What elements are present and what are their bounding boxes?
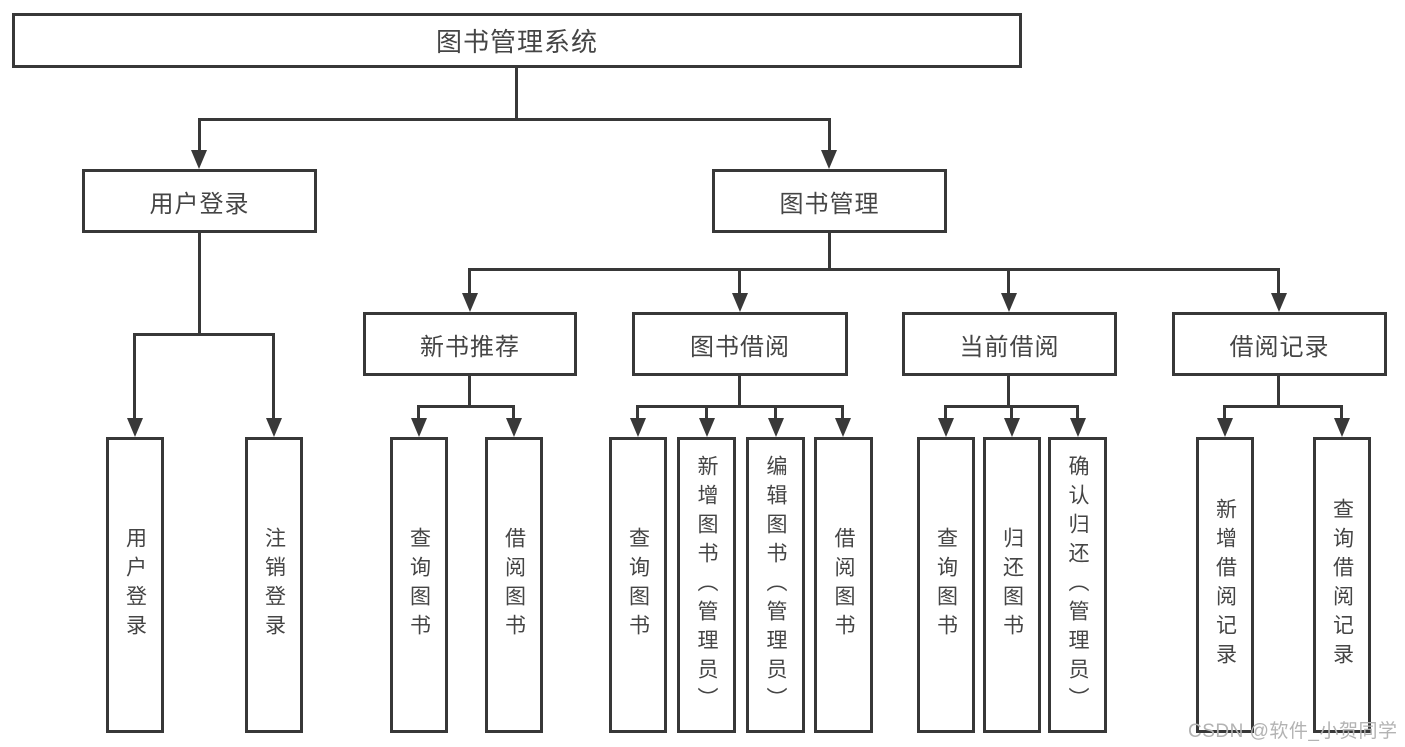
leaf-label: 归还图书 xyxy=(1000,527,1024,643)
leaf-label: 用户登录 xyxy=(123,527,147,643)
leaf-label: 查询图书 xyxy=(407,527,431,643)
connector-line xyxy=(272,333,275,420)
arrow-down-icon xyxy=(821,150,837,169)
connector-line xyxy=(133,333,275,336)
arrow-down-icon xyxy=(462,293,478,312)
node-label: 图书借阅 xyxy=(690,333,790,361)
leaf-add-books-admin: 新增图书（管理员） xyxy=(677,437,736,733)
connector-line xyxy=(198,118,831,121)
leaf-query-books-recommend: 查询图书 xyxy=(390,437,448,733)
leaf-add-borrow-record: 新增借阅记录 xyxy=(1196,437,1254,733)
leaf-label: 注销登录 xyxy=(262,527,286,643)
node-book-management: 图书管理 xyxy=(712,169,947,233)
leaf-label: 新增借阅记录 xyxy=(1213,498,1237,672)
node-label: 图书管理系统 xyxy=(435,27,598,57)
connector-line xyxy=(774,405,777,420)
arrow-down-icon xyxy=(938,418,954,437)
connector-line xyxy=(738,268,741,295)
leaf-query-books-current: 查询图书 xyxy=(917,437,975,733)
connector-line xyxy=(133,333,136,420)
leaf-label: 借阅图书 xyxy=(502,527,526,643)
connector-line xyxy=(1277,268,1280,295)
connector-line xyxy=(1277,376,1280,408)
arrow-down-icon xyxy=(506,418,522,437)
connector-line xyxy=(1340,405,1343,420)
leaf-logout-login: 注销登录 xyxy=(245,437,303,733)
connector-line xyxy=(1076,405,1079,420)
connector-line xyxy=(417,405,515,408)
connector-line xyxy=(198,118,201,152)
arrow-down-icon xyxy=(266,418,282,437)
leaf-query-books-borrowing: 查询图书 xyxy=(609,437,667,733)
leaf-return-books: 归还图书 xyxy=(983,437,1041,733)
leaf-borrow-books-recommend: 借阅图书 xyxy=(485,437,543,733)
leaf-label: 查询借阅记录 xyxy=(1330,498,1354,672)
node-new-book-recommendation: 新书推荐 xyxy=(363,312,577,376)
arrow-down-icon xyxy=(411,418,427,437)
connector-line xyxy=(828,233,831,271)
arrow-down-icon xyxy=(1001,293,1017,312)
leaf-label: 借阅图书 xyxy=(832,527,855,643)
arrow-down-icon xyxy=(1334,418,1350,437)
connector-line xyxy=(738,376,741,408)
arrow-down-icon xyxy=(1004,418,1020,437)
connector-line xyxy=(512,405,515,420)
connector-line xyxy=(1007,268,1010,295)
connector-line xyxy=(515,68,518,121)
leaf-confirm-return-admin: 确认归还（管理员） xyxy=(1048,437,1107,733)
node-label: 图书管理 xyxy=(779,190,880,218)
connector-line xyxy=(705,405,708,420)
connector-line xyxy=(1223,405,1343,408)
arrow-down-icon xyxy=(768,418,784,437)
connector-line xyxy=(1223,405,1226,420)
arrow-down-icon xyxy=(1217,418,1233,437)
arrow-down-icon xyxy=(127,418,143,437)
arrow-down-icon xyxy=(732,293,748,312)
arrow-down-icon xyxy=(699,418,715,437)
arrow-down-icon xyxy=(1271,293,1287,312)
arrow-down-icon xyxy=(630,418,646,437)
node-label: 用户登录 xyxy=(149,190,250,218)
node-book-borrowing: 图书借阅 xyxy=(632,312,848,376)
node-label: 新书推荐 xyxy=(420,333,520,361)
arrow-down-icon xyxy=(191,150,207,169)
node-label: 借阅记录 xyxy=(1229,333,1330,361)
connector-line xyxy=(468,376,471,408)
leaf-borrow-books-borrowing: 借阅图书 xyxy=(814,437,873,733)
leaf-label: 编辑图书（管理员） xyxy=(764,454,787,716)
leaf-label: 查询图书 xyxy=(626,527,650,643)
connector-line xyxy=(468,268,1280,271)
leaf-label: 新增图书（管理员） xyxy=(695,454,718,716)
connector-line xyxy=(944,405,947,420)
connector-line xyxy=(417,405,420,420)
node-current-borrowing: 当前借阅 xyxy=(902,312,1117,376)
connector-line xyxy=(636,405,639,420)
leaf-label: 查询图书 xyxy=(934,527,958,643)
node-label: 当前借阅 xyxy=(959,333,1060,361)
leaf-query-borrow-record: 查询借阅记录 xyxy=(1313,437,1371,733)
connector-line xyxy=(198,233,201,336)
node-borrowing-records: 借阅记录 xyxy=(1172,312,1387,376)
arrow-down-icon xyxy=(835,418,851,437)
connector-line xyxy=(841,405,844,420)
leaf-label: 确认归还（管理员） xyxy=(1066,454,1089,716)
connector-line xyxy=(828,118,831,152)
arrow-down-icon xyxy=(1070,418,1086,437)
connector-line xyxy=(636,405,844,408)
leaf-edit-books-admin: 编辑图书（管理员） xyxy=(746,437,805,733)
connector-line xyxy=(1010,405,1013,420)
connector-line xyxy=(1007,376,1010,408)
node-user-login: 用户登录 xyxy=(82,169,317,233)
node-library-system: 图书管理系统 xyxy=(12,13,1022,68)
watermark: CSDN @软件_小贺同学 xyxy=(1188,721,1398,742)
leaf-user-login: 用户登录 xyxy=(106,437,164,733)
connector-line xyxy=(468,268,471,295)
